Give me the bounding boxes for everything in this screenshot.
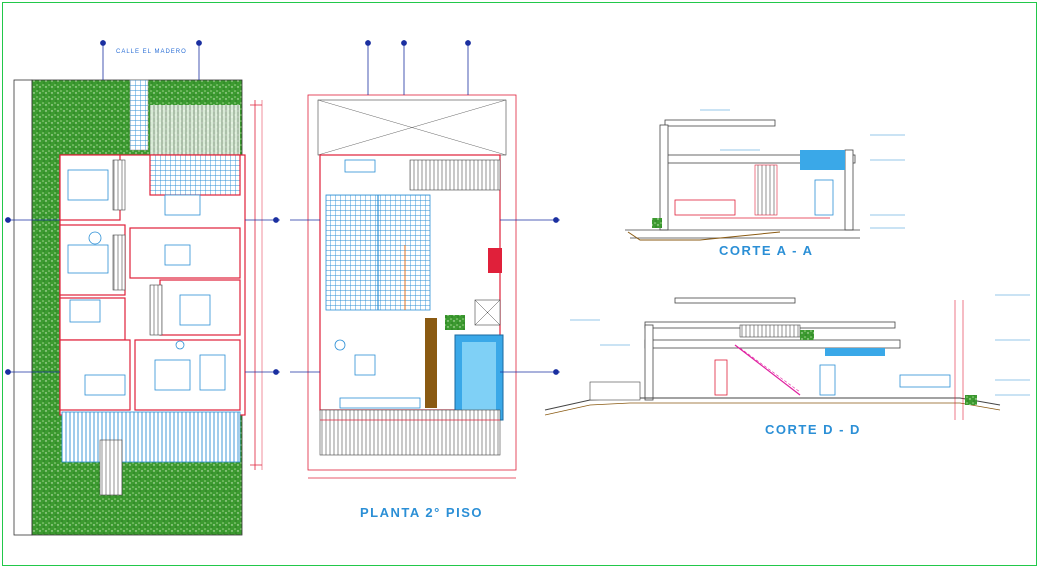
plan-title: PLANTA 2° PISO bbox=[360, 505, 483, 520]
pool-section bbox=[800, 150, 845, 170]
section-stairs bbox=[734, 344, 801, 396]
site-plan bbox=[5, 40, 280, 536]
furniture bbox=[67, 169, 226, 396]
chimney bbox=[488, 248, 502, 273]
street-label: CALLE EL MADERO bbox=[116, 49, 187, 55]
stairs bbox=[112, 159, 126, 211]
section-a-a bbox=[625, 109, 905, 241]
section-d-d bbox=[544, 294, 1030, 420]
parking-grid bbox=[150, 105, 240, 155]
rear-deck bbox=[61, 411, 241, 463]
grid-axes bbox=[5, 40, 280, 375]
driveway bbox=[129, 79, 149, 151]
pool-section-dd bbox=[825, 348, 885, 356]
section-aa-title: CORTE A - A bbox=[719, 243, 814, 258]
rear-steps bbox=[99, 439, 123, 496]
second-floor-plan bbox=[290, 40, 560, 479]
wood-beam bbox=[425, 318, 437, 408]
section-dd-title: CORTE D - D bbox=[765, 422, 861, 437]
sidewalk bbox=[13, 79, 33, 536]
terrace-slats bbox=[319, 409, 501, 456]
roof-hatch bbox=[409, 159, 501, 191]
